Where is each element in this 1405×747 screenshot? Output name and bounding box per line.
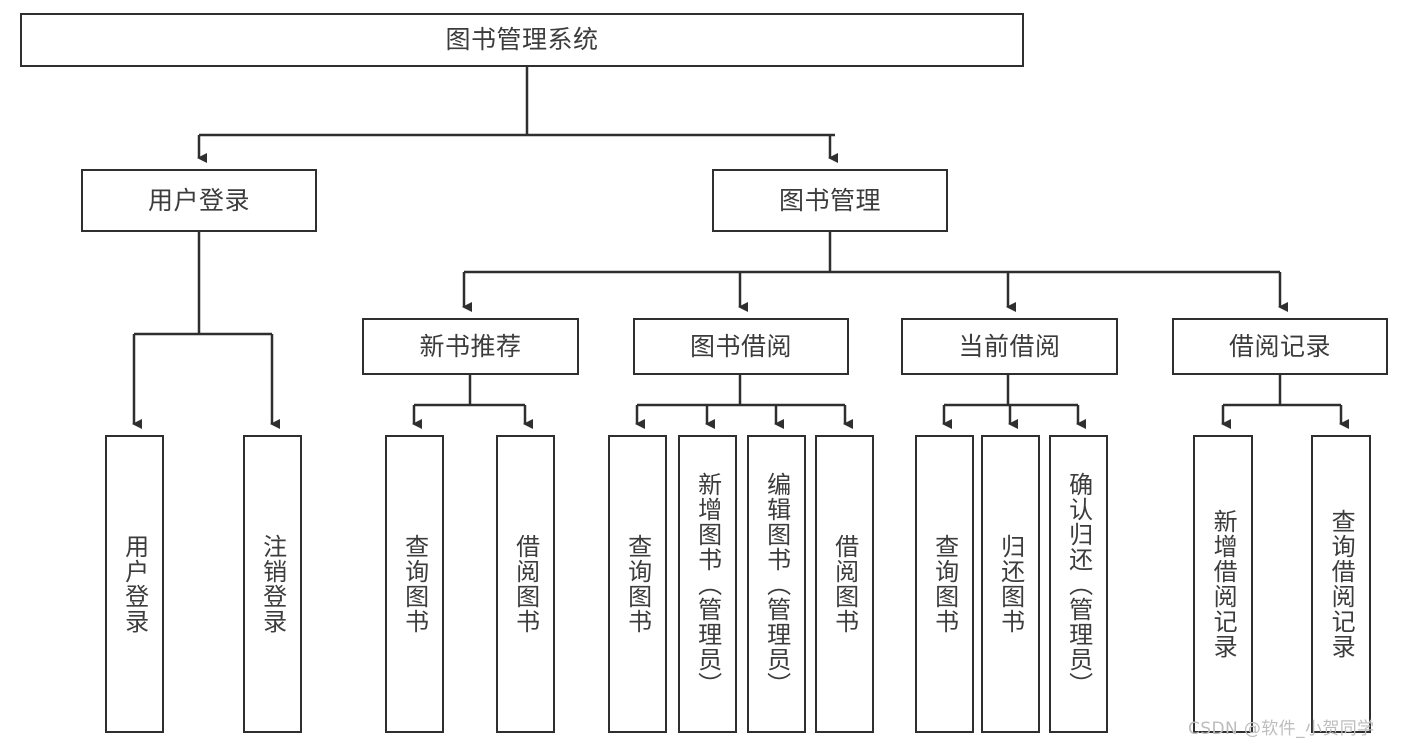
node-new-book-recommend[interactable]: 新书推荐 [362, 318, 579, 375]
leaf-user-login-login[interactable]: 用户登录 [105, 435, 164, 733]
node-user-login[interactable]: 用户登录 [81, 169, 317, 232]
leaf-current-borrow-return[interactable]: 归还图书 [981, 435, 1040, 733]
leaf-new-book-query[interactable]: 查询图书 [385, 435, 444, 733]
node-book-management[interactable]: 图书管理 [712, 169, 948, 232]
leaf-new-book-borrow[interactable]: 借阅图书 [496, 435, 555, 733]
leaf-book-borrow-query[interactable]: 查询图书 [608, 435, 667, 733]
node-book-management-system[interactable]: 图书管理系统 [20, 13, 1024, 67]
node-current-borrow[interactable]: 当前借阅 [901, 318, 1118, 375]
leaf-user-login-logout[interactable]: 注销登录 [243, 435, 302, 733]
node-borrow-record[interactable]: 借阅记录 [1172, 318, 1388, 375]
leaf-book-borrow-edit[interactable]: 编辑图书（管理员） [747, 435, 806, 733]
leaf-borrow-record-add[interactable]: 新增借阅记录 [1193, 435, 1253, 733]
leaf-current-borrow-confirm-return[interactable]: 确认归还（管理员） [1049, 435, 1108, 733]
leaf-book-borrow-borrow[interactable]: 借阅图书 [815, 435, 874, 733]
leaf-current-borrow-query[interactable]: 查询图书 [915, 435, 974, 733]
node-book-borrow[interactable]: 图书借阅 [633, 318, 849, 375]
leaf-borrow-record-query[interactable]: 查询借阅记录 [1311, 435, 1371, 733]
leaf-book-borrow-add[interactable]: 新增图书（管理员） [678, 435, 737, 733]
csdn-watermark: CSDN @软件_小贺同学 [1188, 719, 1375, 739]
